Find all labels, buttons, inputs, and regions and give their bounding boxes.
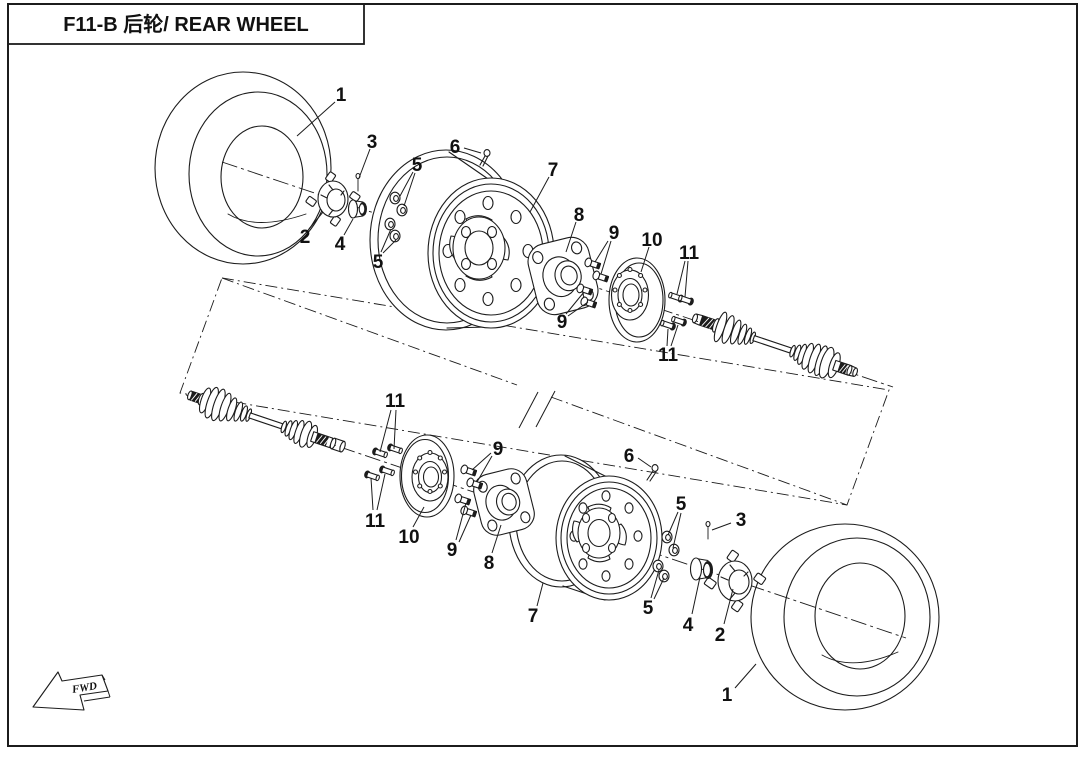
callout-upper-hub-cap: 2: [300, 227, 311, 248]
callout-lower-disc-bolts-left: 11: [365, 511, 386, 532]
callout-upper-disc-bolts-right: 11: [679, 243, 700, 264]
valve-stem-lower: [646, 464, 659, 482]
disc-bolts-upper: [660, 291, 694, 331]
callout-lower-rim: 7: [528, 606, 539, 627]
hub-cap-upper: [305, 171, 361, 227]
break-mark-slash-2: [535, 390, 556, 428]
cotter-pin-lower: [705, 520, 711, 540]
figure-title: F11-B 后轮/ REAR WHEEL: [63, 12, 309, 36]
leader-lines: [296, 101, 757, 689]
callout-upper-castle-nut: 4: [335, 234, 346, 255]
fwd-arrow: FWD: [32, 671, 111, 711]
callout-upper-brake-disc: 10: [641, 230, 662, 251]
castle-nut-upper: [347, 199, 367, 219]
brake-disc-upper: [608, 257, 666, 343]
callout-lower-studs-bottom: 9: [447, 540, 458, 561]
drive-shaft-lower: [187, 386, 346, 453]
drive-shaft-upper: [691, 311, 859, 379]
callout-lower-cotter-pin: 3: [736, 510, 747, 531]
callout-labels: 1 3 5 6 7 8 9 10 11 2 4 5 9 11 11 9 6 11…: [300, 85, 747, 706]
callout-lower-tire: 1: [722, 685, 733, 706]
callout-lower-castle-nut: 4: [683, 615, 694, 636]
callout-upper-lug-nuts-bottom: 5: [373, 252, 384, 273]
brake-disc-lower: [399, 434, 455, 518]
callout-lower-hub-cap: 2: [715, 625, 726, 646]
callout-lower-lug-nuts-top: 5: [676, 494, 687, 515]
callout-upper-tire: 1: [336, 85, 347, 106]
tire-upper: [154, 71, 332, 265]
title-box: [7, 3, 365, 45]
valve-stem-upper: [479, 149, 491, 167]
callout-upper-lug-nuts-top: 5: [412, 155, 423, 176]
axle-reference-box: [179, 277, 890, 506]
callout-upper-disc-bolts-bottom: 11: [658, 345, 679, 366]
page-border: [7, 3, 1078, 747]
callout-upper-valve: 6: [450, 137, 461, 158]
break-mark-slash-1: [518, 391, 539, 429]
hub-cap-lower: [703, 549, 767, 613]
callout-upper-studs-top: 9: [609, 223, 620, 244]
callout-lower-valve: 6: [624, 446, 635, 467]
callout-upper-hub: 8: [574, 205, 585, 226]
callout-lower-disc-bolts-top: 11: [385, 391, 406, 412]
fwd-arrow-label: FWD: [70, 680, 98, 696]
castle-nut-lower: [689, 557, 713, 581]
disc-bolts-lower: [364, 443, 403, 482]
callout-upper-cotter-pin: 3: [367, 132, 378, 153]
wheel-studs-upper: [576, 257, 610, 309]
lug-nuts-upper: [384, 191, 408, 243]
callout-lower-hub: 8: [484, 553, 495, 574]
callout-lower-brake-disc: 10: [398, 527, 419, 548]
callout-lower-studs-right: 9: [493, 439, 504, 460]
callout-upper-studs-bottom: 9: [557, 312, 568, 333]
wheel-hub-upper: [527, 236, 599, 316]
wheel-rim-lower: [508, 454, 663, 601]
callout-lower-lug-nuts-bottom: 5: [643, 598, 654, 619]
callout-upper-rim: 7: [548, 160, 559, 181]
